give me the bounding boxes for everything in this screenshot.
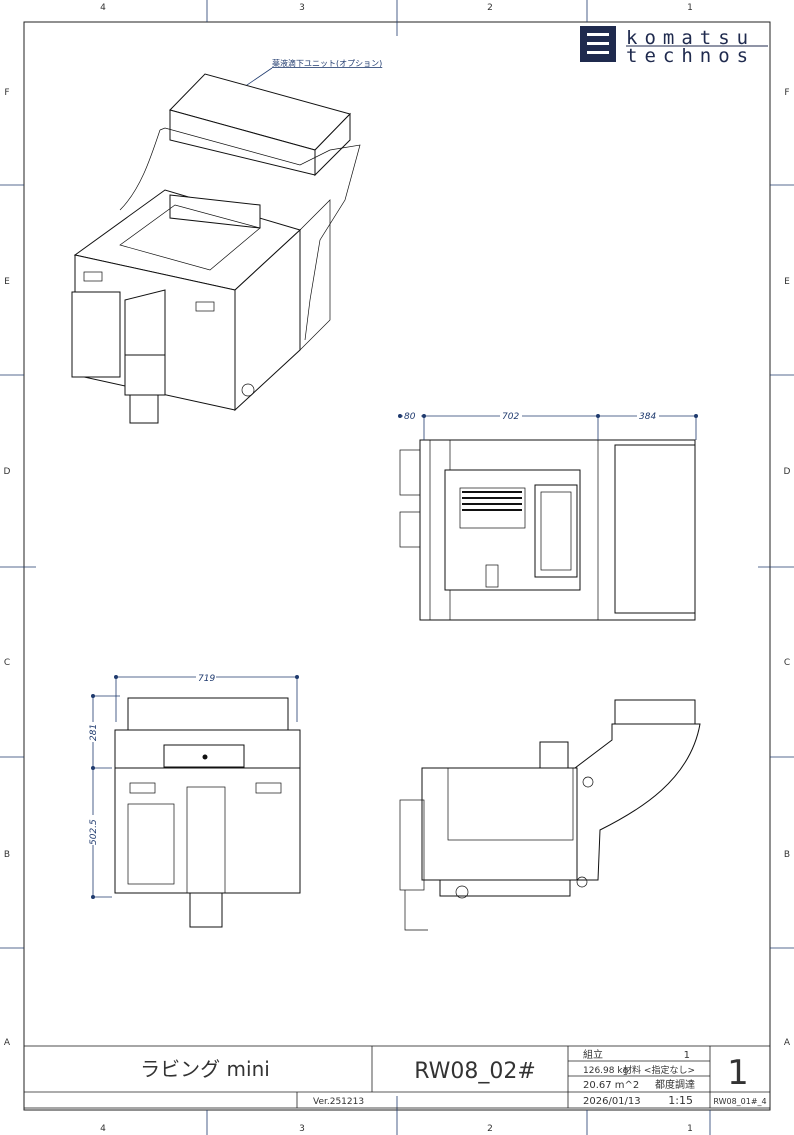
dim-front-502-5: 502.5 — [89, 819, 99, 845]
logo-text-technos: technos — [626, 45, 755, 67]
zone-col-2: 2 — [487, 3, 493, 13]
scale: 1:15 — [668, 1094, 693, 1107]
zone-row-d: D — [4, 467, 11, 477]
dim-front-719: 719 — [198, 674, 215, 684]
zone-row-e: E — [4, 277, 10, 287]
logo-text-komatsu: komatsu — [626, 27, 755, 49]
zone-row-a-right: A — [784, 1038, 791, 1048]
front-view — [114, 697, 301, 928]
option-unit-annotation: 薬液滴下ユニット(オプション) — [272, 58, 382, 68]
zone-row-b: B — [4, 850, 10, 860]
zone-col-4-bottom: 4 — [100, 1124, 106, 1134]
procurement: 都度調達 — [655, 1078, 695, 1091]
quantity: 1 — [684, 1050, 690, 1061]
front-view-dimensions: 719 281 502.5 — [87, 672, 299, 899]
surface-area: 20.67 m^2 — [583, 1080, 639, 1091]
zone-col-3-bottom: 3 — [299, 1124, 305, 1134]
parent-drawing: RW08_01#_4 — [713, 1097, 766, 1106]
zone-col-2-bottom: 2 — [487, 1124, 493, 1134]
zone-col-4: 4 — [100, 3, 106, 13]
zone-row-c: C — [4, 658, 10, 668]
date: 2026/01/13 — [583, 1096, 641, 1107]
zone-col-1-bottom: 1 — [687, 1124, 693, 1134]
zone-col-3: 3 — [299, 3, 305, 13]
zone-row-d-right: D — [784, 467, 791, 477]
zone-row-b-right: B — [784, 850, 790, 860]
zone-labels: 4 3 2 1 4 3 2 1 F E D C B A F E D C B A — [4, 3, 791, 1134]
title-block: ラビング mini Ver.251213 RW08_02# 組立 1 126.9… — [23, 1045, 771, 1109]
dim-top-80: 80 — [404, 412, 416, 422]
dim-front-281: 281 — [89, 724, 99, 741]
zone-col-1: 1 — [687, 3, 693, 13]
drawing-number: RW08_02# — [414, 1059, 536, 1084]
drawing-type: 組立 — [583, 1048, 603, 1061]
mass: 126.98 kg — [583, 1066, 628, 1076]
material: 材料 <指定なし> — [623, 1064, 695, 1076]
dim-top-702: 702 — [502, 412, 519, 422]
version: Ver.251213 — [313, 1097, 364, 1107]
zone-row-c-right: C — [784, 658, 790, 668]
side-view — [399, 699, 701, 931]
zone-row-a: A — [4, 1038, 11, 1048]
top-view — [399, 439, 696, 621]
top-view-dimensions: 80 702 384 — [398, 410, 698, 440]
zone-row-f: F — [4, 88, 9, 98]
dim-top-384: 384 — [639, 412, 656, 422]
zone-row-e-right: E — [784, 277, 790, 287]
company-logo: komatsu technos — [580, 26, 768, 67]
sheet-number: 1 — [727, 1053, 749, 1093]
isometric-view — [71, 73, 361, 424]
zone-row-f-right: F — [784, 88, 789, 98]
drawing-name: ラビング mini — [140, 1057, 270, 1081]
